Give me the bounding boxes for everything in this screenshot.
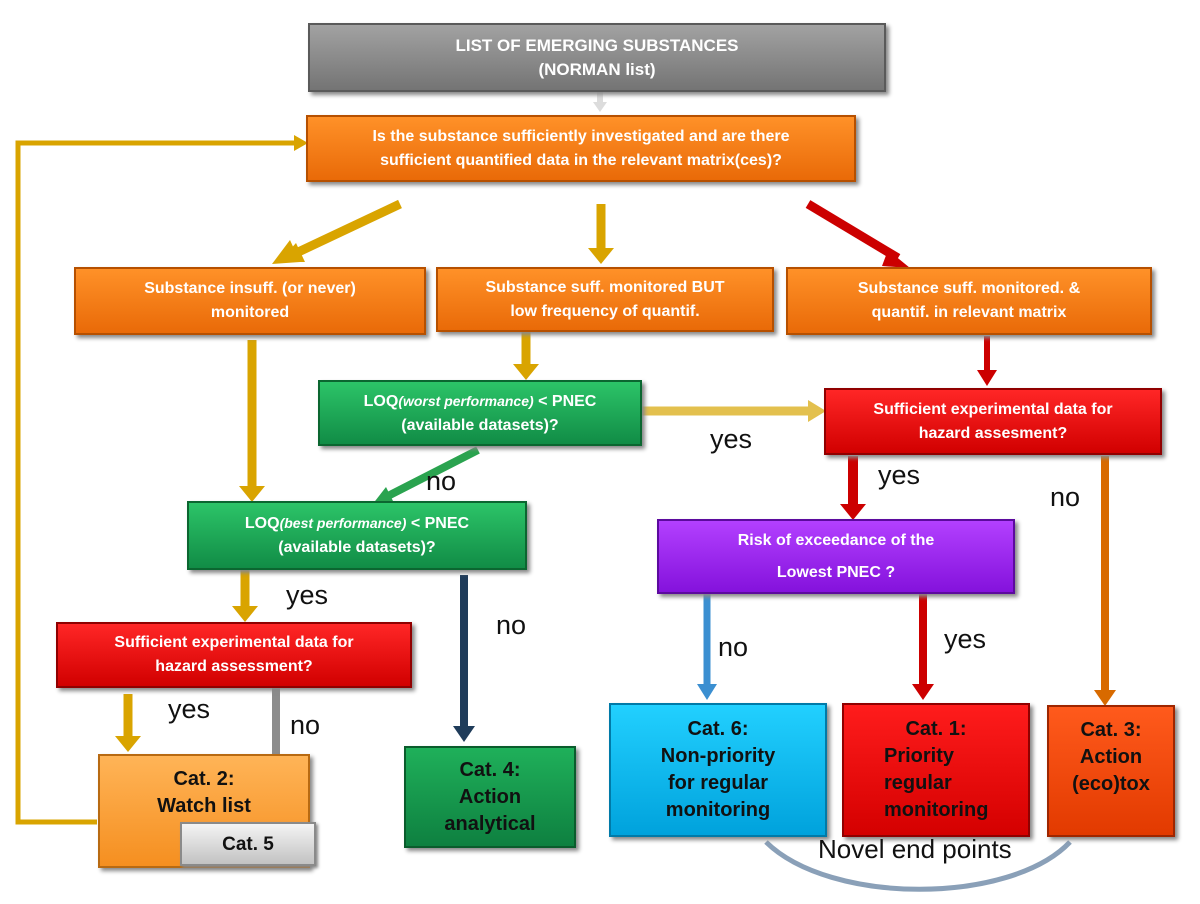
edge-label-yes-worst: yes — [710, 424, 753, 454]
node-text-line: Sufficient experimental data for — [114, 634, 354, 651]
arrow-loqworst-to-loqbest — [382, 446, 480, 502]
node-text-line: Priority — [884, 745, 955, 767]
node-loq-best: LOQ(best performance) < PNEC (available … — [187, 501, 527, 570]
edge-label-no-exp-left: no — [290, 710, 321, 740]
node-text-line: regular — [884, 772, 952, 794]
node-text-line: quantif. in relevant matrix — [871, 304, 1067, 321]
edge-label-novel-end-points: Novel end points — [818, 834, 1012, 864]
node-loq-worst: LOQ(worst performance) < PNEC (available… — [318, 380, 642, 446]
loq-suffix: < PNEC — [533, 392, 597, 410]
edge-label-yes-exp-right: yes — [878, 460, 921, 490]
node-text-line: monitoring — [665, 799, 771, 821]
node-text-line: Substance insuff. (or never) — [144, 280, 356, 297]
loq-prefix: LOQ — [363, 392, 399, 410]
loq-prefix: LOQ — [244, 515, 280, 532]
node-text-line: Non-priority — [660, 745, 776, 767]
node-text-line: hazard assessment? — [155, 658, 313, 675]
node-text-line: Action — [1079, 746, 1143, 768]
node-text-line: Cat. 3: — [1080, 719, 1142, 741]
edge-label-no-best: no — [496, 610, 527, 640]
node-experimental-data-left: Sufficient experimental data for hazard … — [56, 622, 412, 688]
node-cat6-non-priority: Cat. 6: Non-priority for regular monitor… — [609, 703, 827, 837]
edge-label-no-risk: no — [718, 632, 749, 662]
node-text-line: (available datasets)? — [278, 539, 436, 556]
node-text-line: Risk of exceedance of the — [737, 531, 935, 549]
node-cat5: Cat. 5 — [180, 822, 316, 866]
node-text-line: Cat. 4: — [459, 758, 521, 781]
node-text-line: analytical — [444, 812, 536, 835]
node-text-line: hazard assesment? — [918, 424, 1068, 442]
node-text-line: monitoring — [884, 799, 989, 821]
node-text-line: Sufficient experimental data for — [873, 400, 1113, 418]
node-text-line: LOQ(best performance) < PNEC — [245, 511, 469, 536]
arrow-question-to-suff — [805, 200, 901, 262]
node-low-frequency: Substance suff. monitored BUT low freque… — [436, 267, 774, 332]
loq-italic: (best performance) — [279, 515, 407, 531]
node-insufficiently-monitored: Substance insuff. (or never) monitored — [74, 267, 426, 335]
node-text-line: Cat. 1: — [905, 718, 967, 740]
node-experimental-data-right: Sufficient experimental data for hazard … — [824, 388, 1162, 455]
loq-italic: (worst performance) — [398, 392, 534, 409]
feedback-loop-line — [15, 140, 298, 825]
edge-label-yes-risk: yes — [944, 624, 987, 654]
node-risk-exceedance: Risk of exceedance of the Lowest PNEC ? — [657, 519, 1015, 594]
node-investigated-question: Is the substance sufficiently investigat… — [306, 115, 856, 182]
arrow-question-to-insuff — [290, 199, 402, 260]
node-text-line: sufficient quantified data in the releva… — [380, 151, 782, 169]
node-text-line: Substance suff. monitored. & — [857, 280, 1081, 297]
edge-label-no-worst: no — [426, 466, 457, 496]
node-emerging-substances-list: LIST OF EMERGING SUBSTANCES (NORMAN list… — [308, 23, 886, 92]
edge-label-yes-exp-left: yes — [168, 694, 211, 724]
node-text-line: Substance suff. monitored BUT — [485, 278, 725, 296]
edge-label-no-exp-right: no — [1050, 482, 1081, 512]
node-text-line: monitored — [210, 304, 290, 321]
node-text-line: low frequency of quantif. — [510, 302, 700, 320]
node-text-line: (NORMAN list) — [538, 59, 656, 79]
node-cat4-action-analytical: Cat. 4: Action analytical — [404, 746, 576, 848]
node-sufficiently-monitored: Substance suff. monitored. & quantif. in… — [786, 267, 1152, 335]
node-text-line: LOQ(worst performance) < PNEC — [364, 389, 597, 414]
node-text-line: Cat. 6: — [687, 718, 749, 740]
edge-label-yes-best: yes — [286, 580, 329, 610]
node-text-line: Action — [458, 785, 522, 808]
node-text-line: Lowest PNEC ? — [776, 563, 896, 581]
node-text-line: Is the substance sufficiently investigat… — [372, 127, 790, 145]
node-text-line: Cat. 5 — [222, 833, 274, 855]
loq-suffix: < PNEC — [406, 515, 470, 532]
node-text-line: for regular — [667, 772, 769, 794]
node-cat3-action-ecotox: Cat. 3: Action (eco)tox — [1047, 705, 1175, 837]
node-text-line: LIST OF EMERGING SUBSTANCES — [455, 35, 739, 55]
node-text-line: (available datasets)? — [401, 416, 559, 434]
node-text-line: (eco)tox — [1072, 773, 1150, 795]
node-text-line: Cat. 2: — [173, 768, 235, 790]
node-text-line: Watch list — [157, 795, 251, 817]
node-cat1-priority: Cat. 1: Priority regular monitoring — [842, 703, 1030, 837]
novel-endpoints-curve — [764, 840, 1072, 892]
